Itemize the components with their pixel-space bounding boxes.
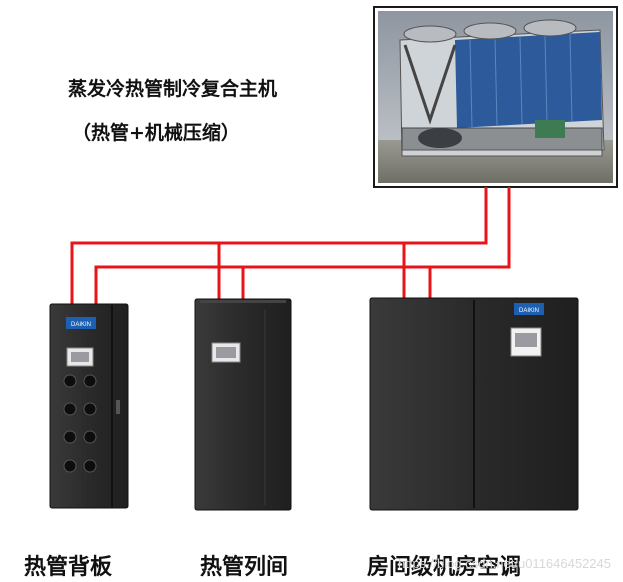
heat-pipe-back-panel-cabinet: DAIKIN [49, 303, 129, 509]
room-level-crac-cabinet: DAIKIN [369, 297, 579, 511]
main-unit-subtitle: （热管+机械压缩） [72, 122, 240, 144]
refrigerant-pipes [70, 187, 511, 305]
label-heat-pipe-back-panel: 热管背板 [24, 555, 113, 580]
brand-badge-text: DAIKIN [71, 322, 91, 328]
brand-badge [66, 317, 96, 329]
watermark: https://blog.csdn.net/u011646452245 [398, 556, 611, 571]
label-room-level-crac: 房间级机房空调 [367, 555, 522, 580]
brand-badge-text-2: DAIKIN [519, 308, 539, 314]
heat-pipe-in-row-cabinet [194, 298, 292, 511]
brand-badge-2 [514, 303, 544, 315]
main-unit-photo [373, 6, 618, 188]
main-unit-title: 蒸发冷热管制冷复合主机 [68, 78, 278, 100]
label-heat-pipe-in-row: 热管列间 [200, 555, 289, 580]
